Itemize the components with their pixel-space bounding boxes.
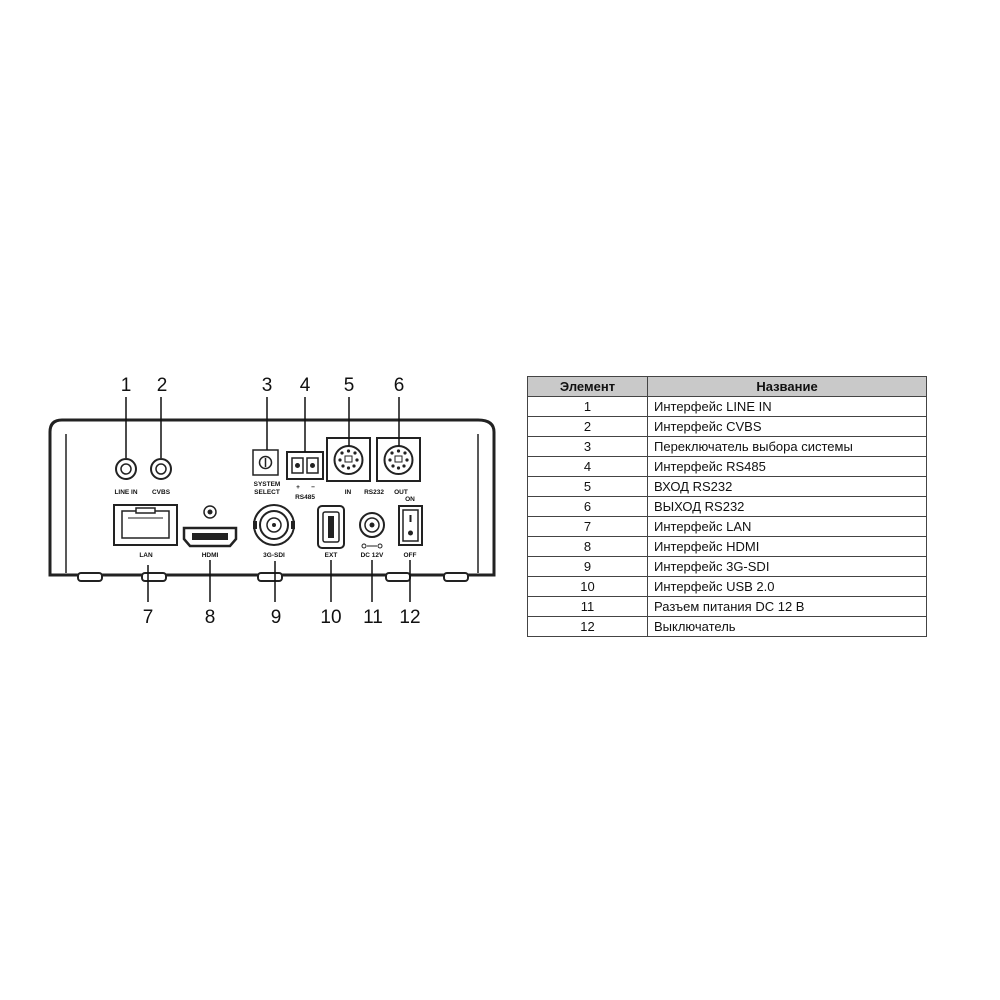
row-number: 1 <box>527 396 648 417</box>
row-number: 8 <box>527 536 648 557</box>
ext-usb-port <box>317 505 345 549</box>
callout-4: 4 <box>300 375 311 396</box>
callout-9: 9 <box>271 607 282 628</box>
row-name: Интерфейс CVBS <box>647 416 927 437</box>
row-number: 7 <box>527 516 648 537</box>
rs232-in-label: IN <box>345 489 352 496</box>
row-number: 2 <box>527 416 648 437</box>
rs485-minus-label: − <box>311 484 315 491</box>
row-name: Переключатель выбора системы <box>647 436 927 457</box>
row-name: ВЫХОД RS232 <box>647 496 927 517</box>
callout-2: 2 <box>157 375 168 396</box>
row-name: Интерфейс LINE IN <box>647 396 927 417</box>
callout-6: 6 <box>394 375 405 396</box>
row-name: ВХОД RS232 <box>647 476 927 497</box>
row-name: Выключатель <box>647 616 927 637</box>
rs232-out-port <box>376 437 421 482</box>
system-select-label-2: SELECT <box>254 489 280 496</box>
sdi-bnc-port <box>253 504 295 546</box>
hdmi-port <box>182 505 238 548</box>
row-number: 12 <box>527 616 648 637</box>
row-number: 6 <box>527 496 648 517</box>
rs485-plus-label: + <box>296 484 300 491</box>
rs232-label: RS232 <box>364 489 384 496</box>
ext-label: EXT <box>325 552 338 559</box>
row-number: 4 <box>527 456 648 477</box>
header-element: Элемент <box>527 376 648 397</box>
row-name: Разъем питания DC 12 В <box>647 596 927 617</box>
table-header-row: Элемент Название <box>527 376 927 397</box>
row-number: 9 <box>527 556 648 577</box>
line-in-jack <box>115 458 137 480</box>
row-number: 10 <box>527 576 648 597</box>
row-name: Интерфейс 3G-SDI <box>647 556 927 577</box>
power-switch <box>398 505 423 546</box>
callout-7: 7 <box>143 607 154 628</box>
header-name: Название <box>647 376 927 397</box>
switch-off-label: OFF <box>404 552 417 559</box>
rs232-out-label: OUT <box>394 489 408 496</box>
row-number: 11 <box>527 596 648 617</box>
row-name: Интерфейс LAN <box>647 516 927 537</box>
system-select-dial <box>252 449 279 476</box>
lan-label: LAN <box>139 552 153 559</box>
switch-on-label: ON <box>405 496 415 503</box>
lan-port <box>113 504 178 546</box>
row-name: Интерфейс USB 2.0 <box>647 576 927 597</box>
dc-polarity-symbol <box>361 543 383 549</box>
rs485-terminal <box>286 451 324 480</box>
callout-8: 8 <box>205 607 216 628</box>
row-name: Интерфейс RS485 <box>647 456 927 477</box>
device-feet <box>77 572 469 582</box>
sdi-label: 3G-SDI <box>263 552 285 559</box>
callout-3: 3 <box>262 375 273 396</box>
callout-12: 12 <box>399 607 420 628</box>
cvbs-jack <box>150 458 172 480</box>
line-in-label: LINE IN <box>114 489 137 496</box>
row-name: Интерфейс HDMI <box>647 536 927 557</box>
leader-lines <box>125 397 411 602</box>
dc-power-jack <box>359 512 385 538</box>
system-select-label-1: SYSTEM <box>254 481 281 488</box>
cvbs-label: CVBS <box>152 489 171 496</box>
callout-11: 11 <box>363 607 383 628</box>
hdmi-label: HDMI <box>202 552 219 559</box>
callout-1: 1 <box>121 375 132 396</box>
row-number: 3 <box>527 436 648 457</box>
dc-label: DC 12V <box>361 552 384 559</box>
rs485-label: RS485 <box>295 494 315 501</box>
callout-10: 10 <box>320 607 341 628</box>
row-number: 5 <box>527 476 648 497</box>
callout-5: 5 <box>344 375 355 396</box>
